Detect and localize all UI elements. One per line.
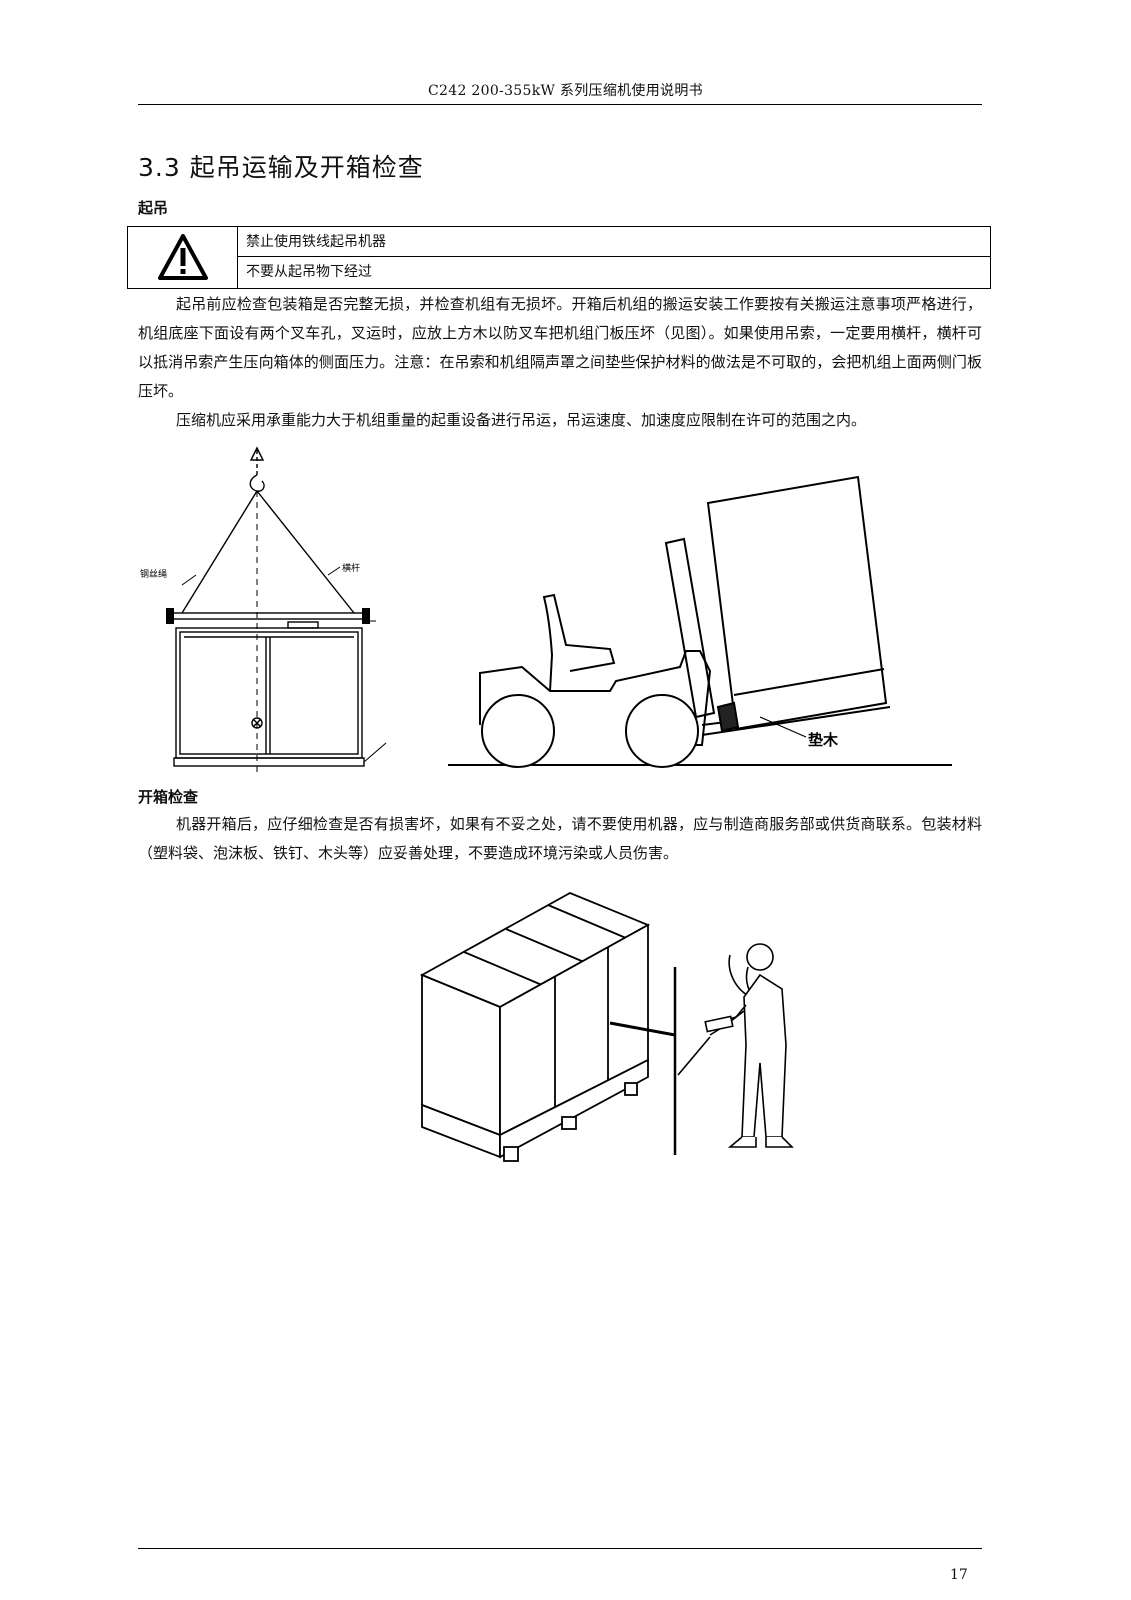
- lifting-paragraph: 起吊前应检查包装箱是否完整无损，并检查机组有无损坏。开箱后机组的搬运安装工作要按…: [138, 295, 982, 400]
- bar-label: 横杆: [342, 562, 360, 574]
- unboxing-heading: 开箱检查: [138, 788, 199, 806]
- warning-triangle-icon: [158, 234, 208, 280]
- warning-table: 禁止使用铁线起吊机器 不要从起吊物下经过: [127, 226, 991, 289]
- sling-label: 钢丝绳: [140, 568, 167, 580]
- unboxing-figure: [419, 892, 794, 1162]
- footer-divider: [138, 1548, 982, 1549]
- inspector-person-illustration: [677, 943, 794, 1148]
- header-title: C242 200-355kW 系列压缩机使用说明书: [428, 83, 703, 99]
- packed-crate-illustration: [419, 892, 651, 1162]
- lifting-paragraph: 压缩机应采用承重能力大于机组重量的起重设备进行吊运，吊运速度、加速度应限制在许可…: [176, 411, 867, 429]
- section-title: 3.3 起吊运输及开箱检查: [138, 153, 424, 182]
- compressor-cabinet-illustration: [173, 621, 365, 767]
- pad-label: 垫木: [808, 731, 839, 749]
- warning-row: 不要从起吊物下经过: [246, 264, 372, 280]
- forklift-illustration: [479, 475, 891, 768]
- unboxing-paragraph: 机器开箱后，应仔细检查是否有损害坏，如果有不妥之处，请不要使用机器，应与制造商服…: [138, 815, 982, 862]
- lifting-figure: 钢丝绳 横杆 垫木: [140, 446, 952, 775]
- warning-icon-cell: [128, 227, 238, 288]
- lifting-heading: 起吊: [138, 199, 169, 217]
- header-divider: [138, 104, 982, 105]
- warning-row: 禁止使用铁线起吊机器: [238, 227, 990, 257]
- crane-hook-illustration: [249, 446, 265, 492]
- page-number: 17: [950, 1567, 968, 1583]
